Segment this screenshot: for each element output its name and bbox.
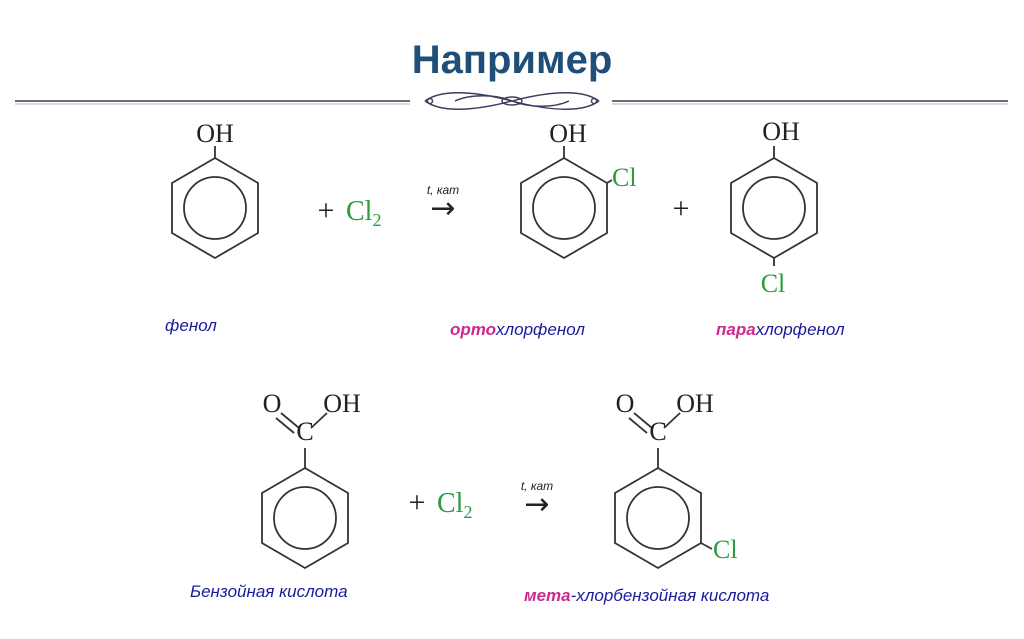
meta-chlorobenzoic-structure <box>614 412 713 570</box>
plus-sign-3: + <box>409 486 426 519</box>
ortho-prefix: орто <box>450 320 497 339</box>
para-oh-label: OH <box>762 117 800 146</box>
ortho-cl-label: Cl <box>612 163 637 192</box>
chlorine-reagent-1: Cl2 <box>346 196 381 230</box>
meta-cl-label: Cl <box>713 535 738 564</box>
reaction-arrow-2: → <box>524 487 549 522</box>
decorative-divider <box>15 92 1008 110</box>
plus-sign-1: + <box>318 194 335 227</box>
meta-prefix: мета <box>524 586 571 605</box>
label-benzoic-acid: Бензойная кислота <box>190 582 348 601</box>
phenol-structure <box>171 146 259 260</box>
para-prefix: пара <box>716 320 756 339</box>
phenol-oh-label: OH <box>196 119 234 148</box>
plus-sign-2: + <box>673 192 690 225</box>
slide-title: Например <box>411 38 613 82</box>
meta-c-label: C <box>649 417 666 446</box>
benzoic-c-label: C <box>296 417 313 446</box>
chlorine-reagent-2: Cl2 <box>437 488 472 522</box>
para-cl-label: Cl <box>761 269 786 298</box>
label-phenol: фенол <box>165 316 217 335</box>
para-chlorophenol-structure <box>730 146 818 266</box>
label-meta-chlorobenzoic-acid: мета-хлорбензойная кислота <box>524 586 770 605</box>
label-ortho-chlorophenol: ортохлорфенол <box>450 320 585 339</box>
reaction-arrow-1: → <box>430 191 455 226</box>
benzoic-acid-structure <box>261 412 349 570</box>
condition-label-1: t, кат <box>427 183 459 197</box>
label-para-chlorophenol: парахлорфенол <box>716 320 845 339</box>
benzoic-oh-label: OH <box>323 389 361 418</box>
ortho-oh-label: OH <box>549 119 587 148</box>
meta-oh-label: OH <box>676 389 714 418</box>
benzoic-o-label: O <box>263 389 282 418</box>
ornament-icon <box>424 92 600 110</box>
ortho-chlorophenol-structure <box>520 146 613 260</box>
meta-o-label: O <box>616 389 635 418</box>
condition-label-2: t, кат <box>521 479 553 493</box>
